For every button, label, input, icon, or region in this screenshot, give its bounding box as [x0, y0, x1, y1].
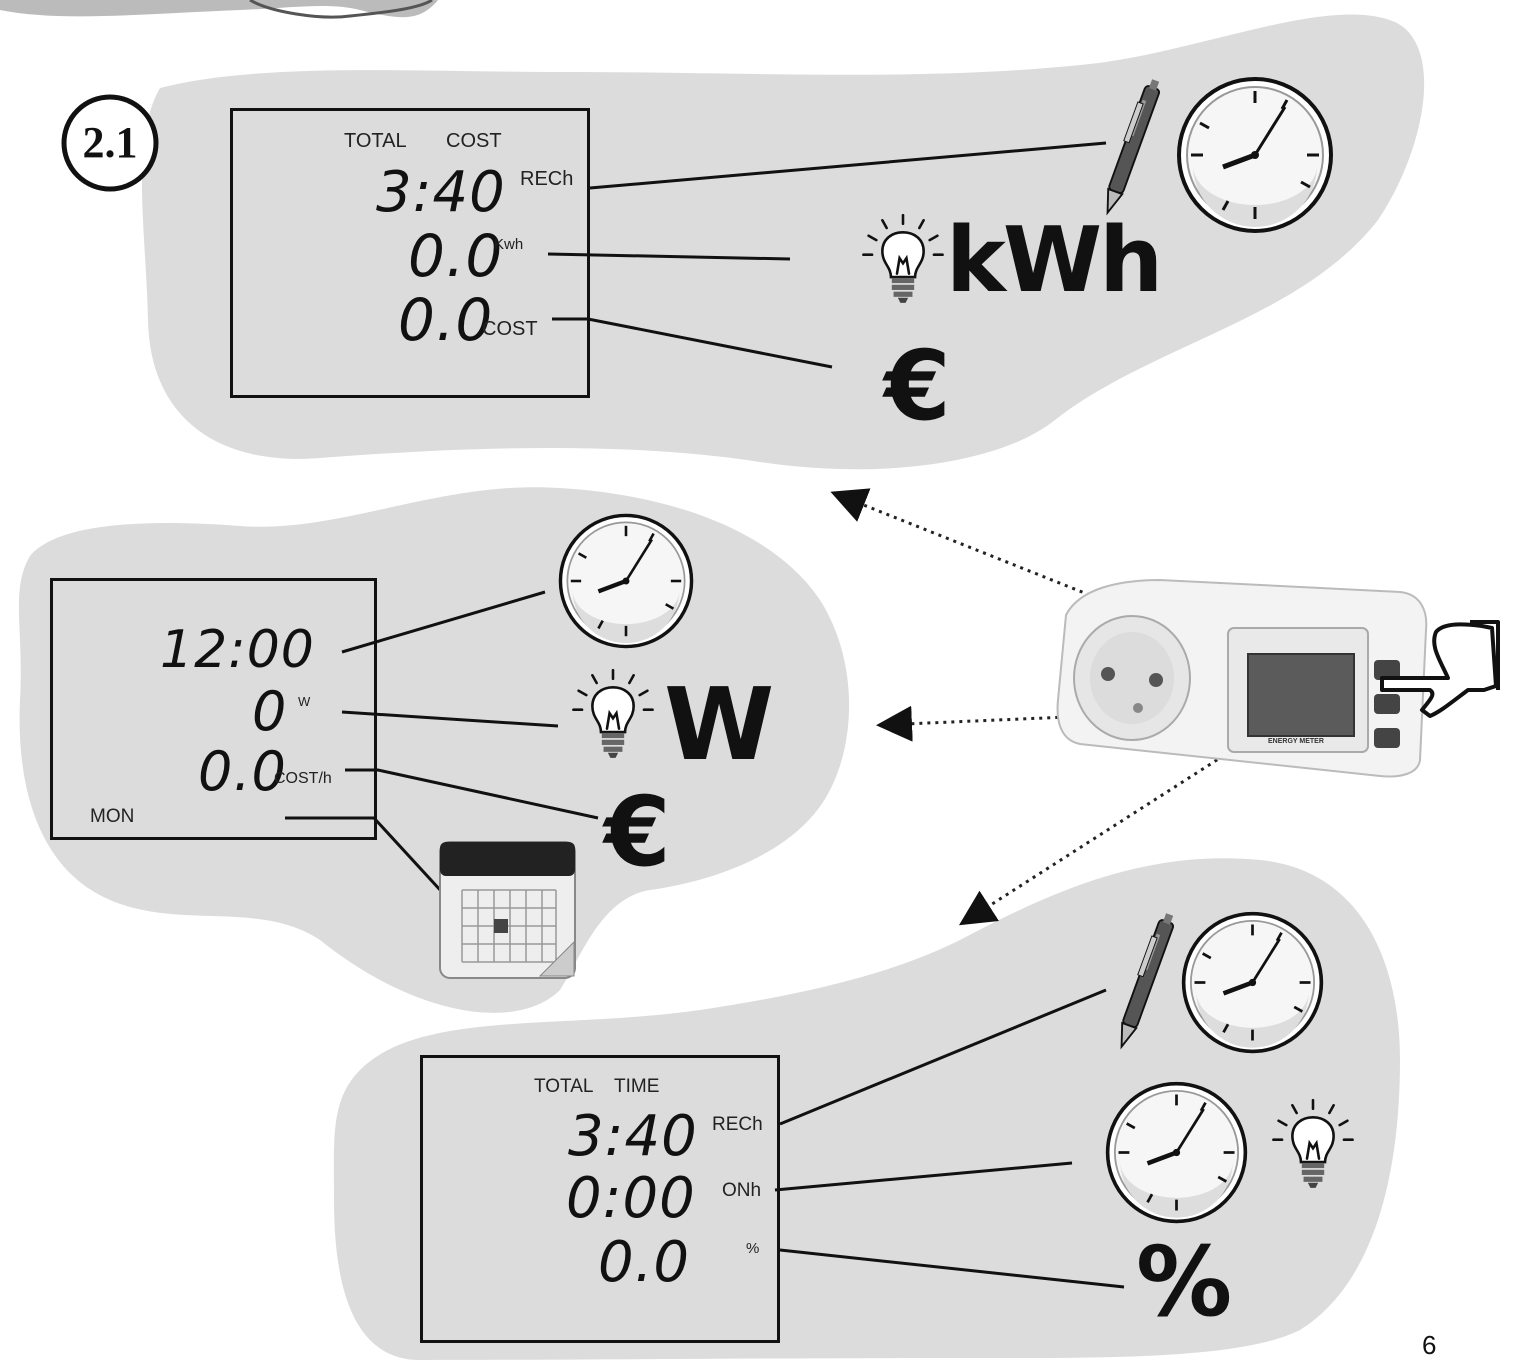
- lcd-day: MON: [90, 806, 135, 827]
- lcd-header-total-2: TOTAL: [534, 1076, 594, 1097]
- percent-legend: %: [1136, 1226, 1233, 1338]
- lcd-power-unit: W: [298, 694, 311, 709]
- lcd-rec-time-value-2: 3:40: [568, 1104, 698, 1169]
- lcd-cost-unit: COST: [482, 318, 538, 340]
- lcd-on-time-value: 0:00: [566, 1166, 696, 1231]
- lcd-power-value: 0: [252, 680, 288, 743]
- top-panel-background: [141, 14, 1425, 470]
- lcd-percent-unit: %: [746, 1240, 760, 1257]
- lcd-cost-rate-unit: COST/h: [274, 770, 332, 787]
- lcd-header-cost: COST: [446, 130, 502, 152]
- lcd-rec-time-unit: RECh: [520, 168, 574, 190]
- header-swoosh: [0, 0, 438, 18]
- watt-legend: W: [664, 666, 775, 783]
- lcd-rec-time-unit-2: RECh: [712, 1114, 763, 1135]
- kwh-legend: kWh: [946, 208, 1163, 313]
- page-number: 6: [1422, 1330, 1437, 1360]
- lcd-display-total-cost: [230, 108, 590, 398]
- lcd-clock-value: 12:00: [160, 620, 315, 680]
- lcd-cost-rate-value: 0.0: [198, 740, 287, 803]
- lcd-cost-value: 0.0: [398, 286, 494, 354]
- lcd-energy-unit: Kwh: [494, 236, 524, 253]
- energy-meter-device: [1056, 578, 1428, 778]
- lcd-display-total-time: [420, 1055, 780, 1343]
- section-badge-label: 2.1: [82, 118, 138, 167]
- bottom-panel-background: [333, 858, 1400, 1360]
- euro-legend-middle: €: [604, 776, 671, 888]
- calendar-icon: [439, 841, 576, 979]
- clock-icon: [560, 515, 691, 646]
- hand-pointer-icon: [1380, 620, 1500, 718]
- lcd-display-live: [50, 578, 377, 840]
- lcd-rec-time-value: 3:40: [376, 160, 506, 225]
- lcd-percent-value: 0.0: [598, 1230, 691, 1295]
- lcd-header-time: TIME: [614, 1076, 660, 1097]
- lcd-header-total: TOTAL: [344, 130, 407, 152]
- device-label: ENERGY METER: [1268, 738, 1324, 745]
- clock-icon: [1108, 1084, 1246, 1222]
- clock-icon: [1184, 914, 1322, 1052]
- lcd-on-time-unit: ONh: [722, 1180, 762, 1201]
- euro-legend-top: €: [884, 330, 951, 442]
- section-badge: [61, 94, 159, 192]
- clock-icon: [1179, 79, 1331, 231]
- lcd-energy-value: 0.0: [408, 222, 504, 290]
